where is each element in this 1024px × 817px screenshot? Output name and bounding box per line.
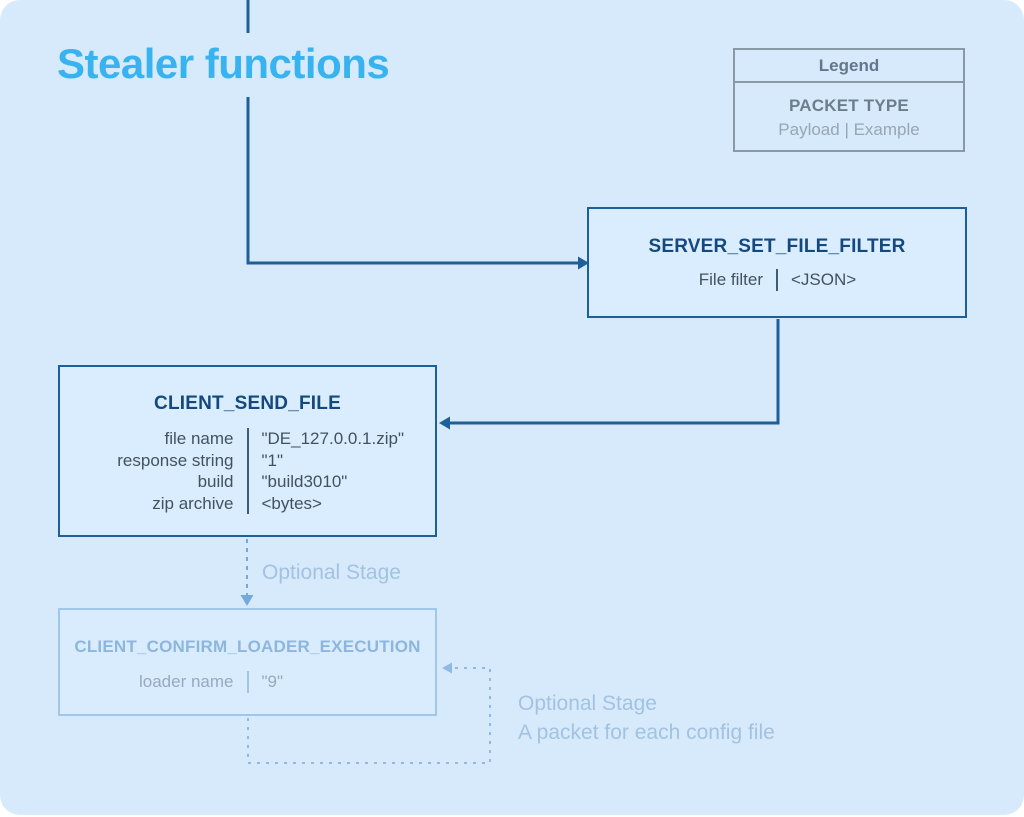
legend-box: Legend PACKET TYPE Payload | Example bbox=[733, 48, 965, 152]
field-value: "DE_127.0.0.1.zip" bbox=[261, 429, 405, 448]
legend-payload-example-label: Payload | Example bbox=[778, 119, 920, 139]
packet-box-client-send-file: CLIENT_SEND_FILE file name response stri… bbox=[58, 365, 437, 537]
field-label: loader name bbox=[138, 672, 234, 691]
field-value: <JSON> bbox=[791, 270, 857, 289]
field-value: "1" bbox=[261, 450, 284, 470]
field-label: file name bbox=[164, 429, 234, 448]
optional-stage-loop-line1: Optional Stage bbox=[518, 692, 657, 715]
optional-stage-loop-line2: A packet for each config file bbox=[518, 721, 775, 744]
field-value: <bytes> bbox=[261, 493, 323, 513]
field-divider bbox=[246, 671, 249, 693]
optional-stage-loop-note: Optional Stage A packet for each config … bbox=[518, 689, 775, 747]
field-value: "9" bbox=[261, 672, 284, 691]
field-value: "build3010" bbox=[261, 472, 348, 491]
field-values-column: "DE_127.0.0.1.zip" "1" "build3010" <byte… bbox=[249, 428, 436, 514]
field-label: response string bbox=[117, 450, 234, 470]
field-label: build bbox=[197, 472, 234, 491]
packet-box-client-confirm-loader-execution: CLIENT_CONFIRM_LOADER_EXECUTION loader n… bbox=[58, 608, 437, 716]
legend-body: PACKET TYPE Payload | Example bbox=[735, 83, 963, 152]
packet-fields: loader name "9" bbox=[60, 671, 435, 693]
packet-title: CLIENT_CONFIRM_LOADER_EXECUTION bbox=[74, 637, 421, 656]
packet-box-server-set-file-filter: SERVER_SET_FILE_FILTER File filter <JSON… bbox=[587, 207, 967, 318]
optional-stage-label: Optional Stage bbox=[262, 561, 401, 584]
field-labels-column: file name response string build zip arch… bbox=[60, 428, 247, 514]
legend-packet-type-label: PACKET TYPE bbox=[789, 95, 909, 115]
field-label: zip archive bbox=[152, 493, 234, 513]
legend-header: Legend bbox=[735, 50, 963, 83]
page-title: Stealer functions bbox=[57, 40, 390, 87]
field-divider bbox=[776, 269, 778, 291]
packet-title: SERVER_SET_FILE_FILTER bbox=[648, 236, 906, 257]
packet-fields: file name response string build zip arch… bbox=[60, 428, 435, 514]
packet-fields: File filter <JSON> bbox=[589, 269, 965, 291]
field-label: File filter bbox=[698, 270, 763, 289]
field-divider bbox=[246, 428, 249, 514]
packet-title: CLIENT_SEND_FILE bbox=[154, 393, 341, 414]
